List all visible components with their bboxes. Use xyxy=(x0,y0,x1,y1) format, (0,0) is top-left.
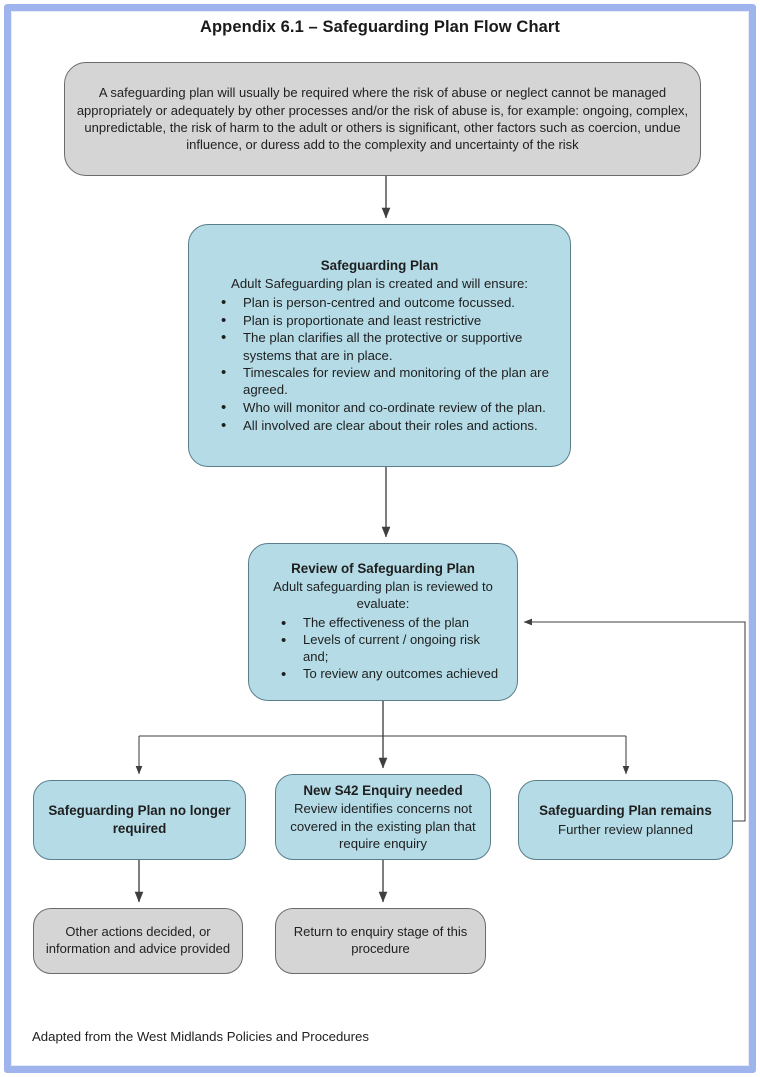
node-review-subtitle: Adult safeguarding plan is reviewed to e… xyxy=(273,578,493,611)
list-item: Timescales for review and monitoring of … xyxy=(221,363,560,398)
list-item: The effectiveness of the plan xyxy=(281,614,507,633)
node-new-s42-enquiry: New S42 Enquiry needed Review identifies… xyxy=(275,774,491,860)
list-item: The plan clarifies all the protective or… xyxy=(221,328,560,363)
node-plan-remains-heading: Safeguarding Plan remains xyxy=(539,803,712,819)
node-plan-remains: Safeguarding Plan remains Further review… xyxy=(518,780,733,860)
node-safeguarding-plan: Safeguarding Plan Adult Safeguarding pla… xyxy=(188,224,571,467)
list-item: Levels of current / ongoing risk and; xyxy=(281,631,507,666)
node-review-of-safeguarding-plan: Review of Safeguarding Plan Adult safegu… xyxy=(248,543,518,701)
node-other-actions: Other actions decided, or information an… xyxy=(33,908,243,974)
node-return-to-enquiry-text: Return to enquiry stage of this procedur… xyxy=(293,924,468,956)
node-plan-remains-subtitle: Further review planned xyxy=(558,821,693,837)
node-safeguarding-plan-subtitle: Adult Safeguarding plan is created and w… xyxy=(231,276,528,291)
node-new-s42-enquiry-subtitle: Review identifies concerns not covered i… xyxy=(290,801,476,851)
node-return-to-enquiry: Return to enquiry stage of this procedur… xyxy=(275,908,486,974)
node-other-actions-text: Other actions decided, or information an… xyxy=(45,924,231,956)
list-item: Plan is proportionate and least restrict… xyxy=(221,311,560,331)
page-title: Appendix 6.1 – Safeguarding Plan Flow Ch… xyxy=(199,18,561,36)
list-item: Who will monitor and co-ordinate review … xyxy=(221,398,560,418)
node-new-s42-enquiry-heading: New S42 Enquiry needed xyxy=(303,783,463,799)
list-item: All involved are clear about their roles… xyxy=(221,416,560,436)
node-intro-text: A safeguarding plan will usually be requ… xyxy=(76,85,689,153)
footer-attribution: Adapted from the West Midlands Policies … xyxy=(32,1029,369,1044)
node-review-heading: Review of Safeguarding Plan xyxy=(291,561,475,577)
node-safeguarding-plan-bullets: Plan is person-centred and outcome focus… xyxy=(199,293,560,436)
list-item: To review any outcomes achieved xyxy=(281,665,507,684)
node-plan-no-longer-required-heading: Safeguarding Plan no longer required xyxy=(48,803,231,836)
node-intro-criteria: A safeguarding plan will usually be requ… xyxy=(64,62,701,176)
node-safeguarding-plan-heading: Safeguarding Plan xyxy=(320,257,439,273)
list-item: Plan is person-centred and outcome focus… xyxy=(221,293,560,313)
node-review-bullets: The effectiveness of the plan Levels of … xyxy=(259,614,507,685)
node-plan-no-longer-required: Safeguarding Plan no longer required xyxy=(33,780,246,860)
